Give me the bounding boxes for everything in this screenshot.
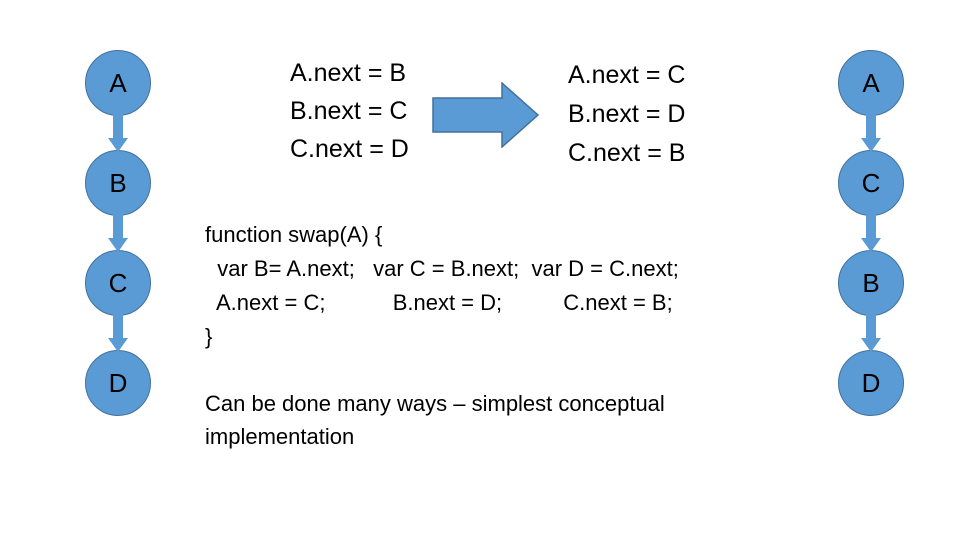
before-line-3: C.next = D bbox=[290, 135, 409, 163]
code-line-3: A.next = C; B.next = D; C.next = B; bbox=[205, 290, 673, 315]
code-line-4: } bbox=[205, 324, 213, 349]
after-line-3: C.next = B bbox=[568, 139, 686, 167]
left-node-b: B bbox=[85, 150, 151, 216]
right-node-a: A bbox=[838, 50, 904, 116]
right-node-b: B bbox=[838, 250, 904, 316]
note-text: Can be done many ways – simplest concept… bbox=[205, 391, 665, 449]
code-line-2: var B= A.next; var C = B.next; var D = C… bbox=[205, 256, 679, 281]
right-node-d: D bbox=[838, 350, 904, 416]
before-line-1: A.next = B bbox=[290, 59, 407, 87]
left-arrow-a-b bbox=[108, 114, 128, 152]
left-node-c: C bbox=[85, 250, 151, 316]
left-arrow-c-d bbox=[108, 314, 128, 352]
after-line-2: B.next = D bbox=[568, 100, 686, 128]
left-node-d: D bbox=[85, 350, 151, 416]
before-line-2: B.next = C bbox=[290, 97, 408, 125]
right-arrow-c-b bbox=[861, 214, 881, 252]
left-node-a: A bbox=[85, 50, 151, 116]
right-arrow-b-d bbox=[861, 314, 881, 352]
code-line-1: function swap(A) { bbox=[205, 222, 383, 247]
left-arrow-b-c bbox=[108, 214, 128, 252]
right-arrow-a-c bbox=[861, 114, 881, 152]
after-line-1: A.next = C bbox=[568, 61, 686, 89]
transform-arrow bbox=[432, 82, 540, 148]
right-node-c: C bbox=[838, 150, 904, 216]
